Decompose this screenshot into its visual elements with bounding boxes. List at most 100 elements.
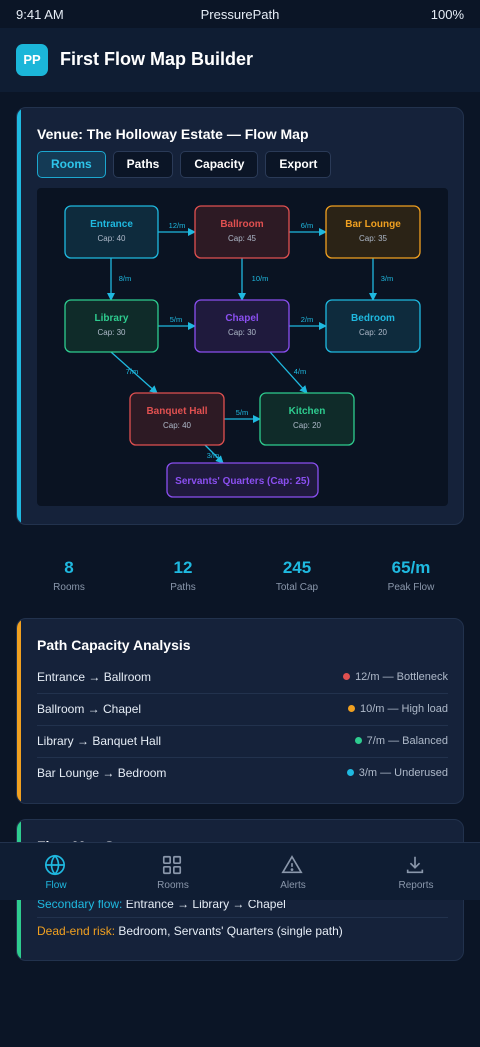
tab-capacity[interactable]: Capacity [180,151,259,178]
path-capacity-card: Path Capacity Analysis Entrance → Ballro… [16,618,464,804]
room-box [259,392,355,446]
room-box [325,205,421,259]
analysis-row[interactable]: Ballroom → Chapel 10/m — High load [37,694,448,726]
flow-map-card: Venue: The Holloway Estate — Flow Map Ro… [16,107,464,525]
flow-rate-label: 5/m [236,408,249,417]
section-title: Path Capacity Analysis [37,637,191,653]
room-name: Servants' Quarters (Cap: 25) [175,476,310,487]
summary-key: Dead-end risk: [37,924,116,938]
summary-text: Entrance → Library → Chapel [122,897,286,911]
room-capacity: Cap: 20 [359,328,388,337]
flow-rate-label: 5/m [170,315,183,324]
stat-label: Paths [170,582,196,593]
status-time: 9:41 AM [16,7,64,22]
nav-label: Alerts [280,880,306,891]
status-dot [354,737,362,744]
warning-icon [281,855,303,874]
stat-label: Rooms [53,582,85,593]
flow-path-chapel-kitchen[interactable] [269,351,308,394]
status-text: 10/m — High load [359,703,448,715]
room-box [194,205,290,259]
tab-export[interactable]: Export [265,151,332,178]
route-status: 3/m — Underused [346,767,448,779]
room-name: Bar Lounge [345,219,401,230]
nav-label: Flow [45,880,67,891]
analysis-row[interactable]: Entrance → Ballroom 12/m — Bottleneck [37,662,448,694]
nav-rooms[interactable]: Rooms [113,843,233,901]
nav-reports[interactable]: Reports [356,843,476,901]
route-label: Bar Lounge → Bedroom [37,766,167,780]
room-name: Kitchen [289,406,326,417]
tab-paths[interactable]: Paths [112,151,174,178]
route-status: 7/m — Balanced [354,735,448,747]
flow-rate-label: 12/m [169,221,186,230]
flow-rate-label: 2/m [301,315,314,324]
room-box [129,392,225,446]
route-status: 12/m — Bottleneck [343,671,448,683]
flow-rate-label: 8/m [119,274,132,283]
room-box [166,462,319,498]
app-logo: PP [16,44,48,76]
room-node-servants[interactable]: Servants' Quarters (Cap: 25) [166,462,319,498]
download-icon [406,856,424,874]
status-app-name: PressurePath [200,7,280,22]
summary-text: Bedroom, Servants' Quarters (single path… [115,924,343,938]
flow-rate-label: 3/m [207,451,220,460]
room-box [325,299,421,353]
bottom-nav: Flow Rooms Alerts Reports [0,842,480,900]
room-capacity: Cap: 40 [163,421,192,430]
nav-alerts[interactable]: Alerts [233,843,353,901]
room-name: Library [95,313,129,324]
card-accent [17,619,21,803]
route-status: 10/m — High load [347,703,448,715]
nav-flow[interactable]: Flow [0,843,116,901]
flow-rate-label: 7/m [126,367,139,376]
stat-rooms: 8 Rooms [12,558,126,593]
status-dot [347,705,355,712]
status-bar: 9:41 AM PressurePath 100% [0,0,480,28]
venue-title: Venue: The Holloway Estate — Flow Map [37,126,309,142]
route-label: Entrance → Ballroom [37,670,152,684]
stat-peak-flow: 65/m Peak Flow [354,558,468,593]
map-tabs: Rooms Paths Capacity Export [37,151,332,178]
room-name: Ballroom [220,219,263,230]
flow-path-banquet-servants[interactable] [204,444,224,464]
flow-rate-label: 4/m [294,367,307,376]
app-header: PP First Flow Map Builder [0,28,480,92]
stat-label: Total Cap [275,582,319,593]
status-battery: 100% [430,7,464,22]
route-label: Library → Banquet Hall [37,734,162,748]
stat-value: 12 [173,558,193,577]
room-box [64,299,159,353]
room-name: Entrance [90,219,133,230]
summary-key: Secondary flow: [37,897,123,911]
summary-line-dead-end: Dead-end risk: Bedroom, Servants' Quarte… [37,924,448,938]
status-text: 3/m — Underused [358,767,448,779]
page-title: First Flow Map Builder [60,49,254,69]
stat-value: 65/m [391,558,431,577]
status-text: 7/m — Balanced [366,735,448,747]
stat-value: 245 [282,558,312,577]
flow-rate-label: 3/m [381,274,394,283]
stat-paths: 12 Paths [126,558,240,593]
analysis-row[interactable]: Bar Lounge → Bedroom 3/m — Underused [37,758,448,790]
stat-total-cap: 245 Total Cap [240,558,354,593]
divider [37,917,448,918]
room-capacity: Cap: 35 [359,234,388,243]
room-box [64,205,159,259]
analysis-row[interactable]: Library → Banquet Hall 7/m — Balanced [37,726,448,758]
room-name: Chapel [225,313,259,324]
tab-rooms[interactable]: Rooms [37,151,106,178]
flow-path-library-banquet[interactable] [110,351,158,394]
room-box [194,299,290,353]
status-text: 12/m — Bottleneck [355,671,448,683]
